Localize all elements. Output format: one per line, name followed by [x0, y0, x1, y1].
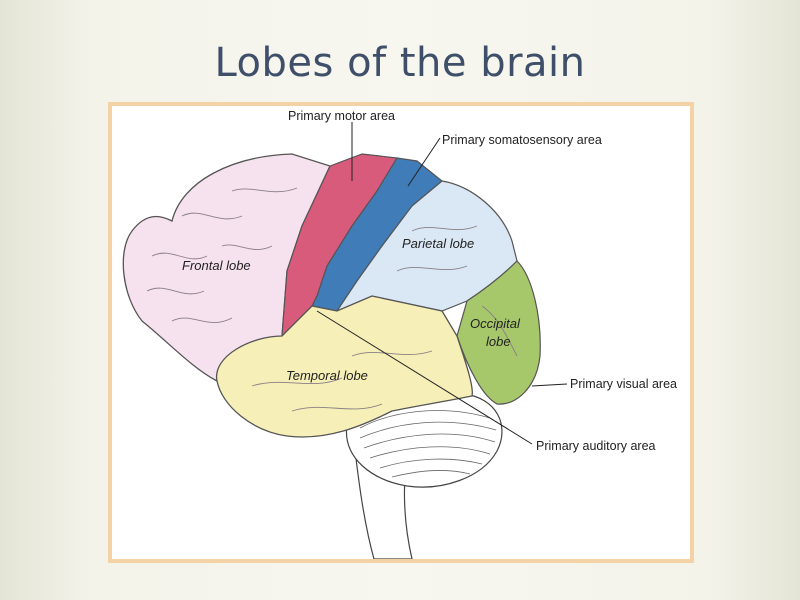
occipital-lobe-label-line2: lobe	[486, 334, 511, 349]
cerebellum-folia	[359, 410, 497, 478]
leader-lines	[316, 122, 568, 445]
diagram-frame: Primary motor area Primary somatosensory…	[108, 102, 694, 563]
occipital-lobe-label-line1: Occipital	[470, 316, 521, 331]
primary-auditory-area-label: Primary auditory area	[536, 439, 656, 453]
primary-visual-area-label: Primary visual area	[570, 377, 677, 391]
slide-title: Lobes of the brain	[214, 40, 586, 86]
somatosensory-leader	[407, 137, 441, 187]
gyri-lines	[146, 187, 518, 412]
frontal-lobe-label: Frontal lobe	[182, 258, 251, 273]
occipital-lobe	[456, 260, 541, 405]
visual-leader	[531, 383, 568, 387]
temporal-lobe-label: Temporal lobe	[286, 368, 368, 383]
parietal-lobe-label: Parietal lobe	[402, 236, 474, 251]
frontal-lobe	[122, 153, 331, 382]
primary-motor-area-label: Primary motor area	[288, 109, 395, 123]
auditory-leader	[316, 310, 533, 445]
brain-diagram: Primary motor area Primary somatosensory…	[122, 109, 677, 559]
primary-somatosensory-area-label: Primary somatosensory area	[442, 133, 602, 147]
temporal-lobe	[216, 295, 473, 438]
